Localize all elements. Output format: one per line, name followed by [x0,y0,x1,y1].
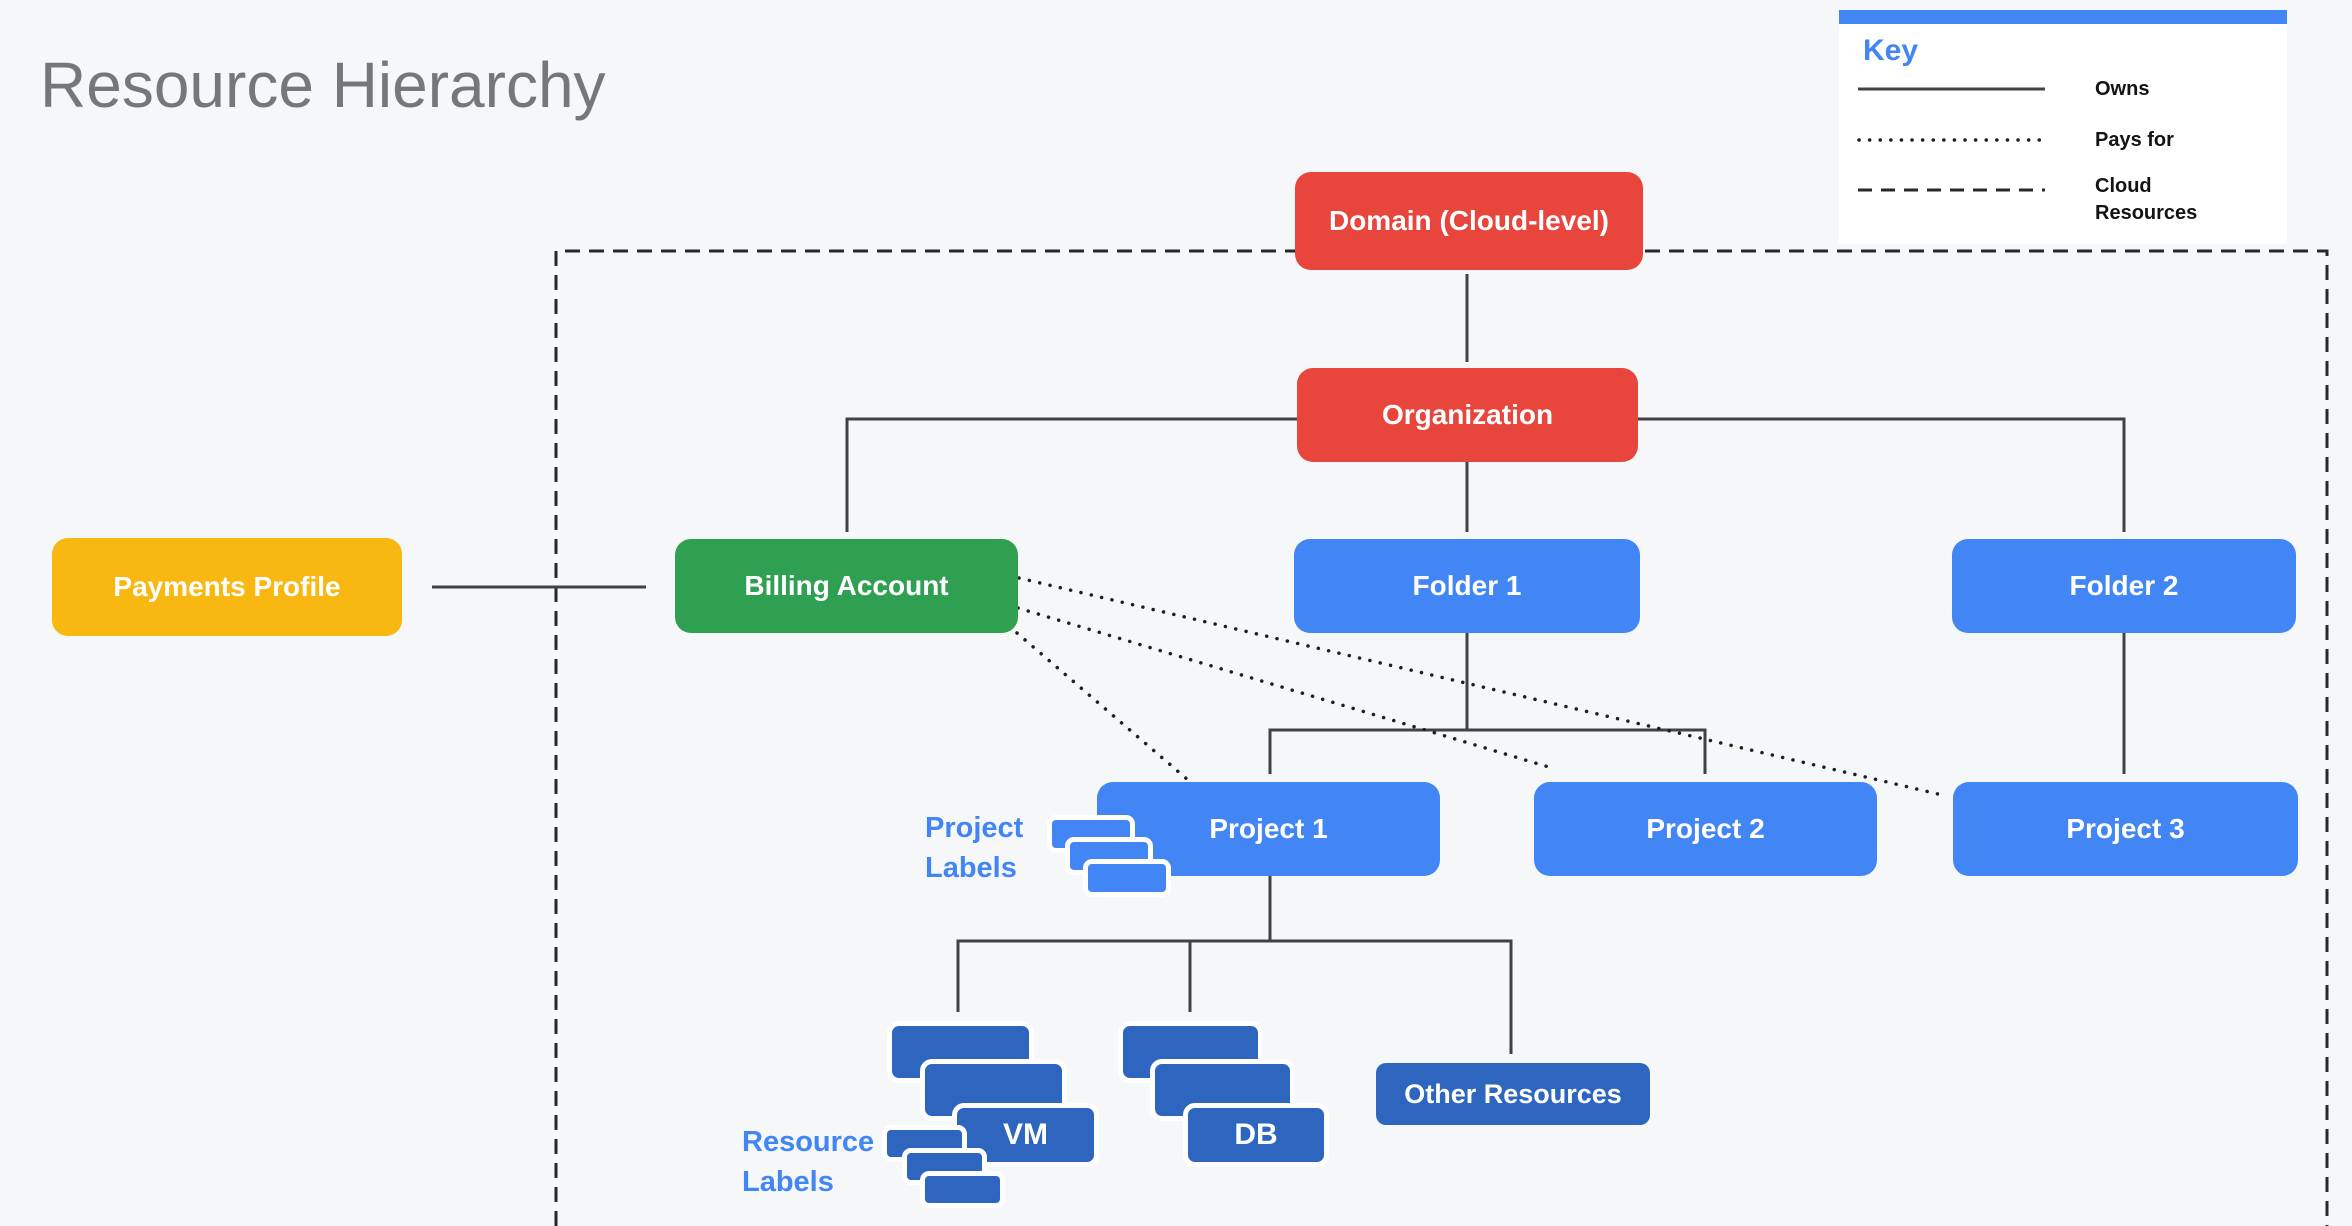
legend-label-cloud-resources: Cloud Resources [2095,175,2198,224]
node-folder-2: Folder 2 [1952,539,2296,633]
project-labels-annotation: Project Labels [925,812,1024,884]
node-billing-account: Billing Account [675,539,1018,633]
node-folder-1: Folder 1 [1294,539,1640,633]
node-project-2: Project 2 [1534,782,1877,876]
node-organization: Organization [1297,368,1638,462]
dashed-line-sample-icon [1858,188,2045,192]
node-db: DB [1183,1103,1329,1167]
connector-project1-resources [956,939,1513,1054]
connector-organization-billing [845,417,1297,532]
legend-label-owns: Owns [2095,78,2150,100]
solid-line-sample-icon [1858,87,2045,91]
page-title: Resource Hierarchy [40,49,606,121]
connector-billing-project1-paysfor [1015,631,1190,782]
node-payments-profile: Payments Profile [52,538,402,636]
resource-labels-annotation: Resource Labels [742,1126,875,1198]
connector-folder1-projects [1268,728,1707,774]
legend-title: Key [1863,34,1919,67]
project-label-tag-icon [1083,859,1171,897]
resource-label-tag-icon [920,1171,1005,1208]
node-domain: Domain (Cloud-level) [1295,172,1643,270]
legend-panel: Key Owns Pays for Cloud Resources [1839,10,2287,244]
connector-organization-folder2 [1638,417,2126,532]
legend-label-pays-for: Pays for [2095,129,2174,151]
connector-billing-project3-paysfor [1017,576,1940,796]
legend-accent-bar [1839,10,2287,24]
dotted-line-sample-icon [1857,138,2047,142]
node-other-resources: Other Resources [1376,1063,1650,1125]
node-project-3: Project 3 [1953,782,2298,876]
